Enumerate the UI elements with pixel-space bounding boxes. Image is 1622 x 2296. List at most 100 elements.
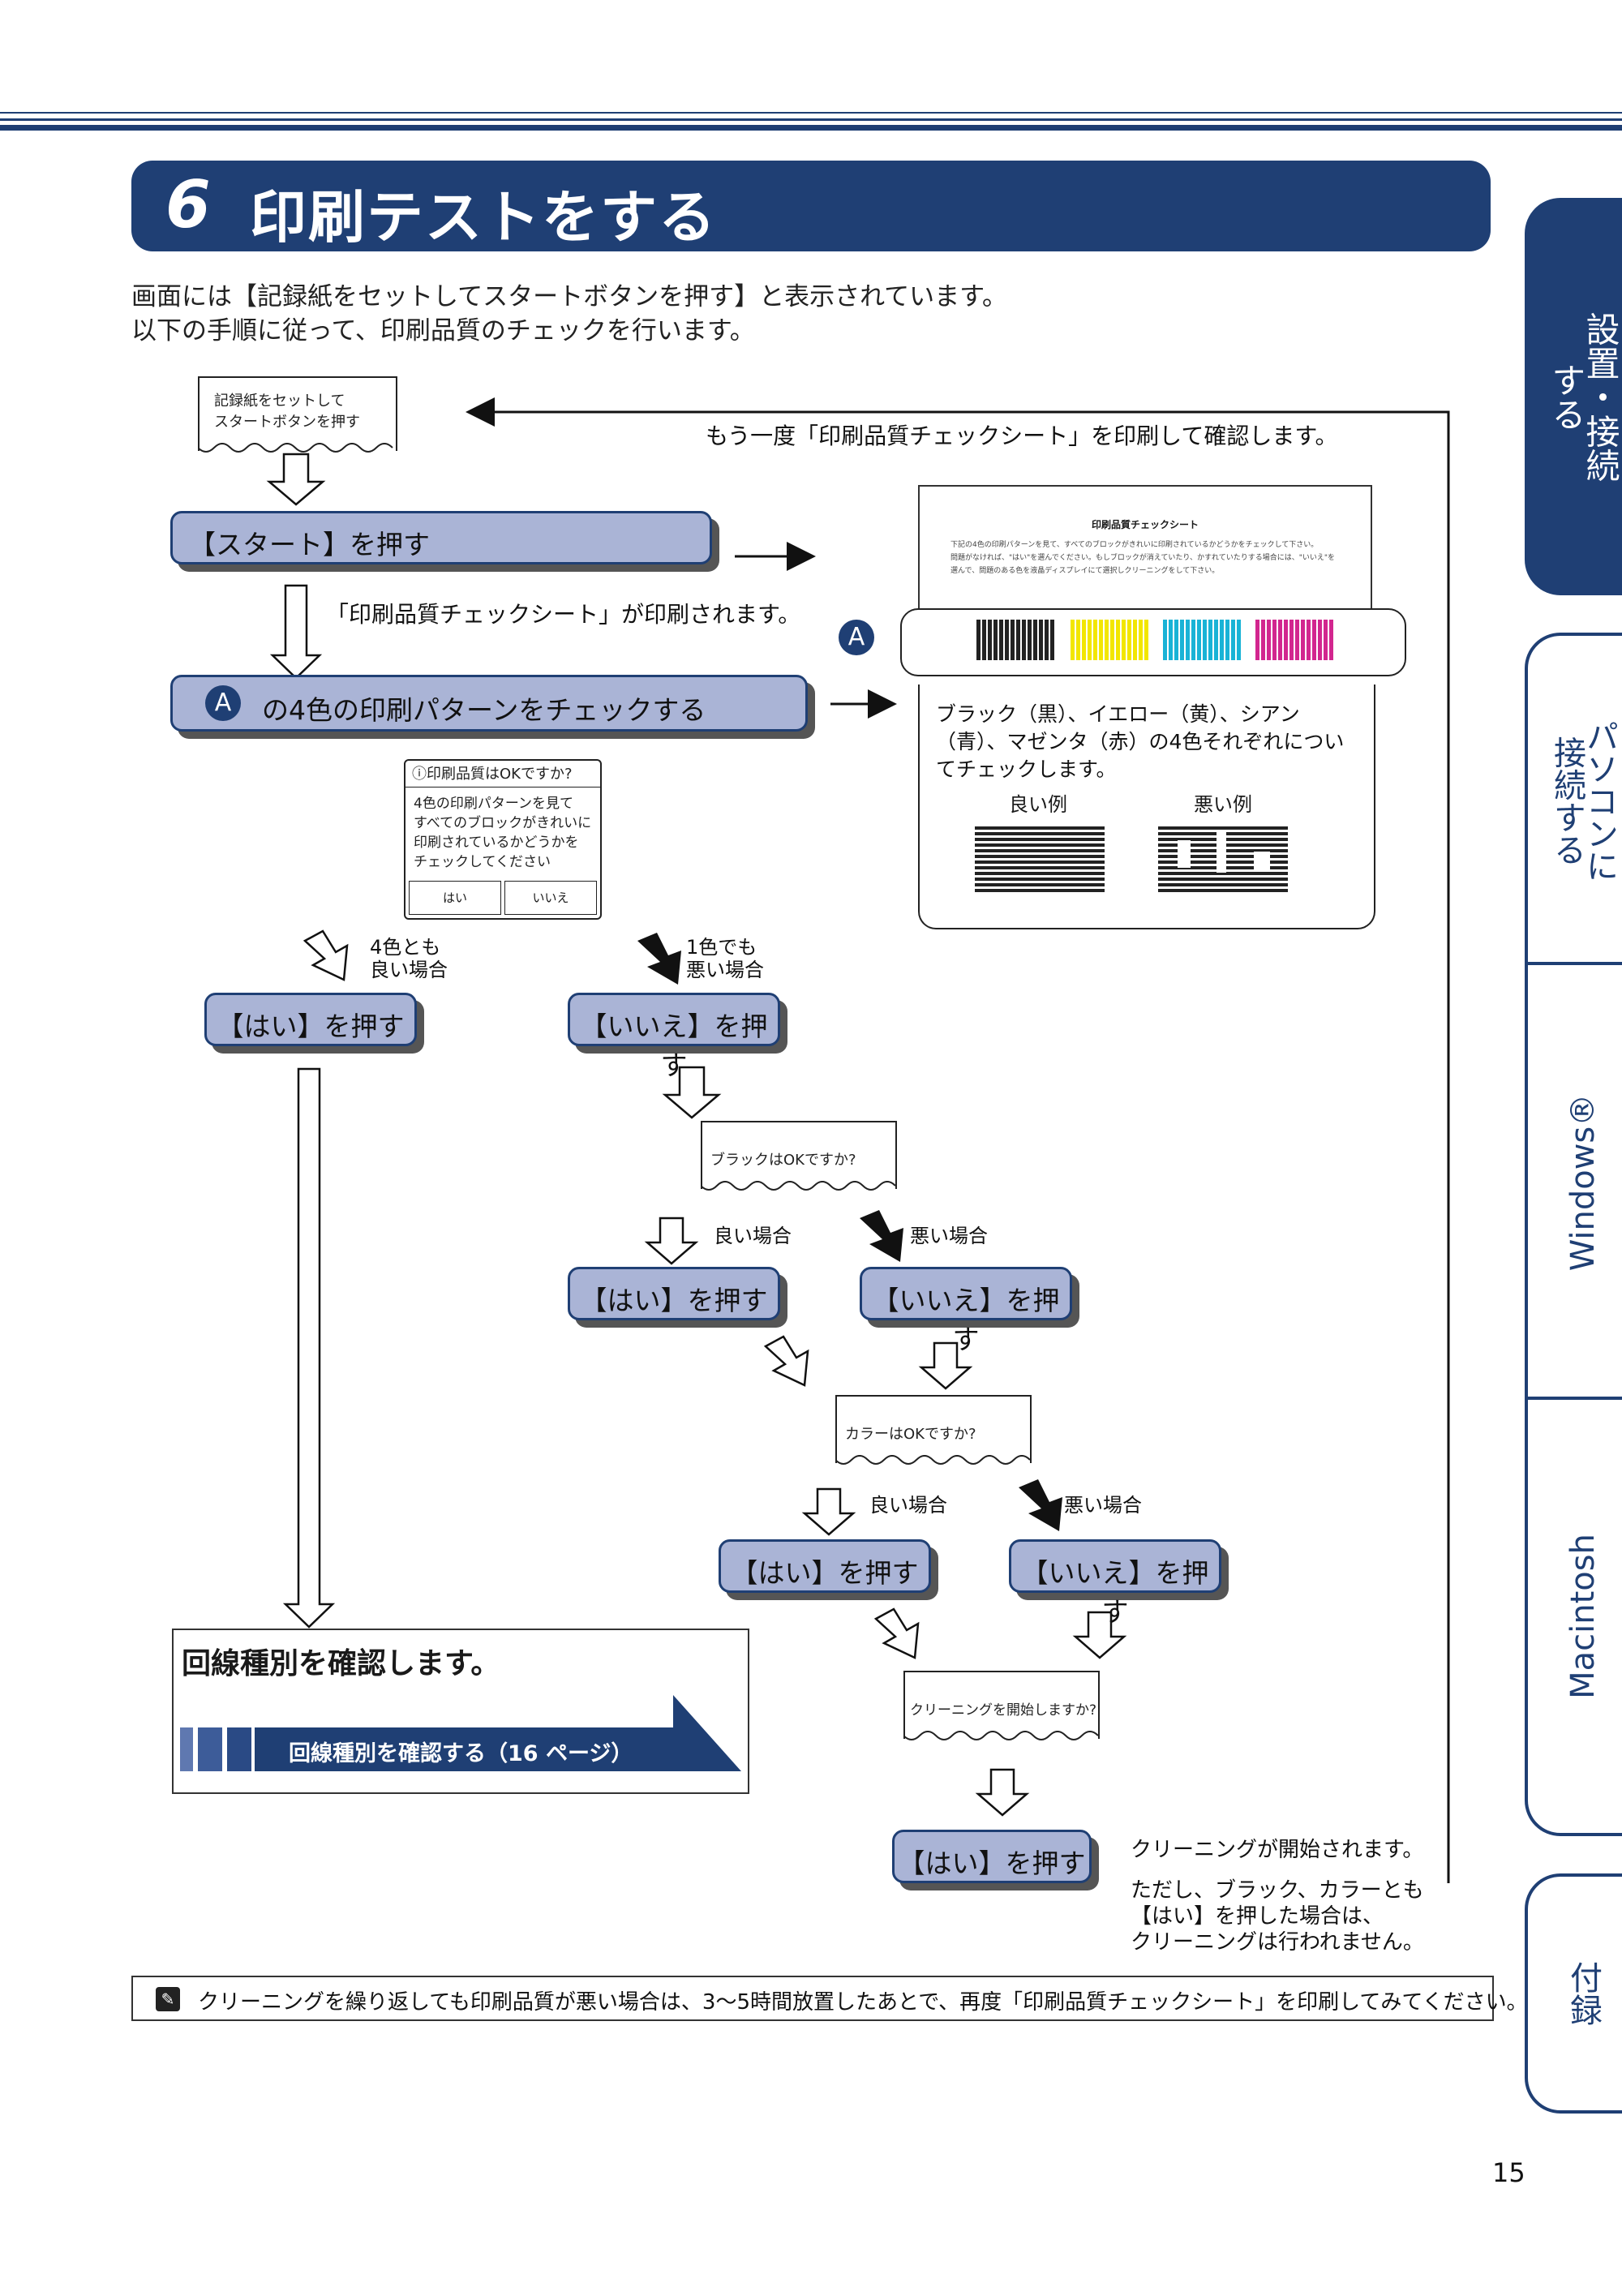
lcd-body-1: 4色の印刷パターンを見て bbox=[414, 796, 573, 812]
cleaning-note-3: クリーニングは行われません。 bbox=[1131, 1930, 1424, 1955]
arrow-down-1 bbox=[266, 453, 326, 506]
return-loop-line bbox=[466, 397, 1450, 1883]
start-step-label: 【スタート】を押す bbox=[189, 529, 430, 560]
cleaning-note-2: 【はい】を押した場合は、 bbox=[1131, 1904, 1384, 1929]
tab-pc-connect-label: パソコンに接続する bbox=[1548, 719, 1618, 882]
lcd-insert-paper-line2: スタートボタンを押す bbox=[214, 414, 360, 431]
branch-any-bad-1: 1色でも bbox=[686, 936, 757, 959]
page-title: 印刷テストをする bbox=[250, 184, 717, 251]
arrow-down-2 bbox=[269, 584, 323, 680]
check-line-link[interactable]: 回線種別を確認する（16 ページ） bbox=[289, 1741, 633, 1766]
yes-button-final[interactable]: 【はい】を押す bbox=[892, 1830, 1092, 1883]
lcd-no-button[interactable]: いいえ bbox=[504, 881, 597, 915]
arrow-down-6 bbox=[801, 1487, 856, 1536]
tab-appendix[interactable]: 付録 bbox=[1525, 1873, 1622, 2114]
tab-pc-connect[interactable]: パソコンに接続する bbox=[1525, 633, 1622, 965]
check-pattern-step[interactable]: A の4色の印刷パターンをチェックする bbox=[170, 675, 808, 732]
bad-case-1: 悪い場合 bbox=[910, 1225, 988, 1247]
link-stripe-2 bbox=[198, 1727, 222, 1771]
printed-note: 「印刷品質チェックシート」が印刷されます。 bbox=[326, 601, 801, 628]
arrow-down-left-1 bbox=[303, 929, 349, 981]
bad-gap-2 bbox=[1216, 832, 1226, 873]
sheet-body-3: 選んで、問題のある色を液晶ディスプレイにて選択しクリーニングをして下さい。 bbox=[950, 567, 1220, 575]
yes-button-2-label: 【はい】を押す bbox=[580, 1285, 768, 1316]
yes-button-3[interactable]: 【はい】を押す bbox=[719, 1539, 931, 1593]
link-stripe-1 bbox=[180, 1727, 193, 1771]
sheet-body-2: 問題がなければ、"はい"を選んでください。もしブロックが消えていたり、かすれてい… bbox=[950, 554, 1336, 562]
bad-gap-1 bbox=[1178, 840, 1191, 868]
link-stripe-3 bbox=[227, 1727, 251, 1771]
arrow-down-left-3 bbox=[873, 1607, 920, 1659]
no-button-1-label: 【いいえ】を押す bbox=[580, 1011, 768, 1081]
intro-line-1: 画面には【記録紙をセットしてスタートボタンを押す】と表示されています。 bbox=[131, 282, 1008, 311]
section-title-bar: 6 印刷テストをする bbox=[131, 161, 1491, 251]
no-button-1[interactable]: 【いいえ】を押す bbox=[568, 993, 780, 1081]
wavy-edge-3 bbox=[835, 1455, 1030, 1465]
no-button-2[interactable]: 【いいえ】を押す bbox=[860, 1267, 1072, 1355]
good-example-pattern bbox=[975, 824, 1105, 892]
tab-windows[interactable]: Windows® bbox=[1525, 962, 1622, 1400]
arrow-down-8 bbox=[975, 1768, 1030, 1817]
tab-appendix-label: 付録 bbox=[1564, 1961, 1602, 2026]
branch-all-ok-1: 4色とも bbox=[370, 936, 441, 959]
yes-button-2[interactable]: 【はい】を押す bbox=[568, 1267, 780, 1320]
sheet-body-1: 下記の4色の印刷パターンを見て、すべてのブロックがきれいに印刷されているかどうか… bbox=[950, 541, 1319, 549]
lcd-insert-paper: 記録紙をセットして スタートボタンを押す bbox=[198, 376, 397, 451]
lcd-cleaning-question: クリーニングを開始しますか? bbox=[903, 1671, 1100, 1739]
lcd-quality-question: ⓘ印刷品質はOKですか? 4色の印刷パターンを見て すべてのブロックがきれいに … bbox=[404, 759, 602, 920]
check-desc-bubble: ブラック（黒）、イエロー（黄）、シアン（青）、マゼンタ（赤）の4色それぞれについ… bbox=[918, 685, 1375, 929]
yes-button-1-label: 【はい】を押す bbox=[217, 1011, 405, 1042]
arrow-solid-3 bbox=[1019, 1479, 1062, 1531]
question-icon: ⓘ bbox=[412, 766, 427, 783]
tab-macintosh[interactable]: Macintosh bbox=[1525, 1397, 1622, 1836]
wavy-edge-2 bbox=[701, 1181, 895, 1191]
start-step-button[interactable]: 【スタート】を押す bbox=[170, 511, 712, 564]
header-rule-thin bbox=[0, 112, 1622, 114]
good-case-1: 良い場合 bbox=[714, 1225, 792, 1247]
tab-setup[interactable]: 設置・接続する bbox=[1525, 198, 1622, 595]
pattern-yellow bbox=[1071, 620, 1148, 660]
lcd-quality-title: ⓘ印刷品質はOKですか? bbox=[412, 764, 573, 785]
lcd-yes-button[interactable]: はい bbox=[409, 881, 501, 915]
lcd-color-question-text: カラーはOKですか? bbox=[845, 1426, 976, 1443]
good-example-label: 良い例 bbox=[1009, 793, 1067, 816]
badge-a: A bbox=[205, 685, 241, 721]
no-button-3[interactable]: 【いいえ】を押す bbox=[1009, 1539, 1221, 1628]
link-arrow-shape bbox=[255, 1695, 741, 1771]
lcd-cleaning-question-text: クリーニングを開始しますか? bbox=[910, 1702, 1097, 1719]
lcd-black-question: ブラックはOKですか? bbox=[701, 1121, 897, 1189]
pattern-cyan bbox=[1163, 620, 1241, 660]
arrow-down-4 bbox=[644, 1217, 699, 1265]
lcd-divider bbox=[406, 787, 600, 788]
good-case-2: 良い場合 bbox=[869, 1494, 947, 1517]
badge-a-sheet: A bbox=[839, 620, 874, 655]
header-rule-thin-2 bbox=[0, 118, 1622, 121]
note-box: ✎ クリーニングを繰り返しても印刷品質が悪い場合は、3～5時間放置したあとで、再… bbox=[131, 1976, 1528, 2021]
branch-any-bad-2: 悪い場合 bbox=[686, 959, 764, 981]
pattern-black bbox=[976, 620, 1054, 660]
lcd-black-question-text: ブラックはOKですか? bbox=[710, 1152, 856, 1169]
note-text: クリーニングを繰り返しても印刷品質が悪い場合は、3～5時間放置したあとで、再度「… bbox=[198, 1990, 1528, 2015]
lcd-body-2: すべてのブロックがきれいに bbox=[414, 815, 592, 831]
yes-button-3-label: 【はい】を押す bbox=[731, 1557, 919, 1589]
lcd-insert-paper-line1: 記録紙をセットして bbox=[214, 393, 345, 410]
lcd-color-question: カラーはOKですか? bbox=[835, 1395, 1032, 1463]
arrow-down-long bbox=[282, 1067, 336, 1629]
reprint-note: もう一度「印刷品質チェックシート」を印刷して確認します。 bbox=[706, 423, 1338, 449]
check-line-heading: 回線種別を確認します。 bbox=[182, 1647, 500, 1680]
arrow-down-3 bbox=[662, 1066, 722, 1119]
cleaning-start: クリーニングが開始されます。 bbox=[1131, 1838, 1424, 1862]
check-desc-text: ブラック（黒）、イエロー（黄）、シアン（青）、マゼンタ（赤）の4色それぞれについ… bbox=[936, 702, 1345, 781]
check-pattern-label: の4色の印刷パターンをチェックする bbox=[262, 694, 706, 726]
bad-case-2: 悪い場合 bbox=[1064, 1494, 1142, 1517]
branch-all-ok-2: 良い場合 bbox=[370, 959, 448, 981]
arrow-down-7 bbox=[1072, 1611, 1127, 1659]
yes-button-1[interactable]: 【はい】を押す bbox=[204, 993, 417, 1046]
arrow-down-5 bbox=[918, 1341, 973, 1390]
pattern-magenta bbox=[1255, 620, 1333, 660]
lcd-quality-title-text: 印刷品質はOKですか? bbox=[427, 766, 573, 783]
bad-gap-3 bbox=[1254, 852, 1270, 871]
sheet-title: 印刷品質チェックシート bbox=[1091, 519, 1199, 530]
check-line-box: 回線種別を確認します。 回線種別を確認する（16 ページ） bbox=[172, 1629, 749, 1794]
